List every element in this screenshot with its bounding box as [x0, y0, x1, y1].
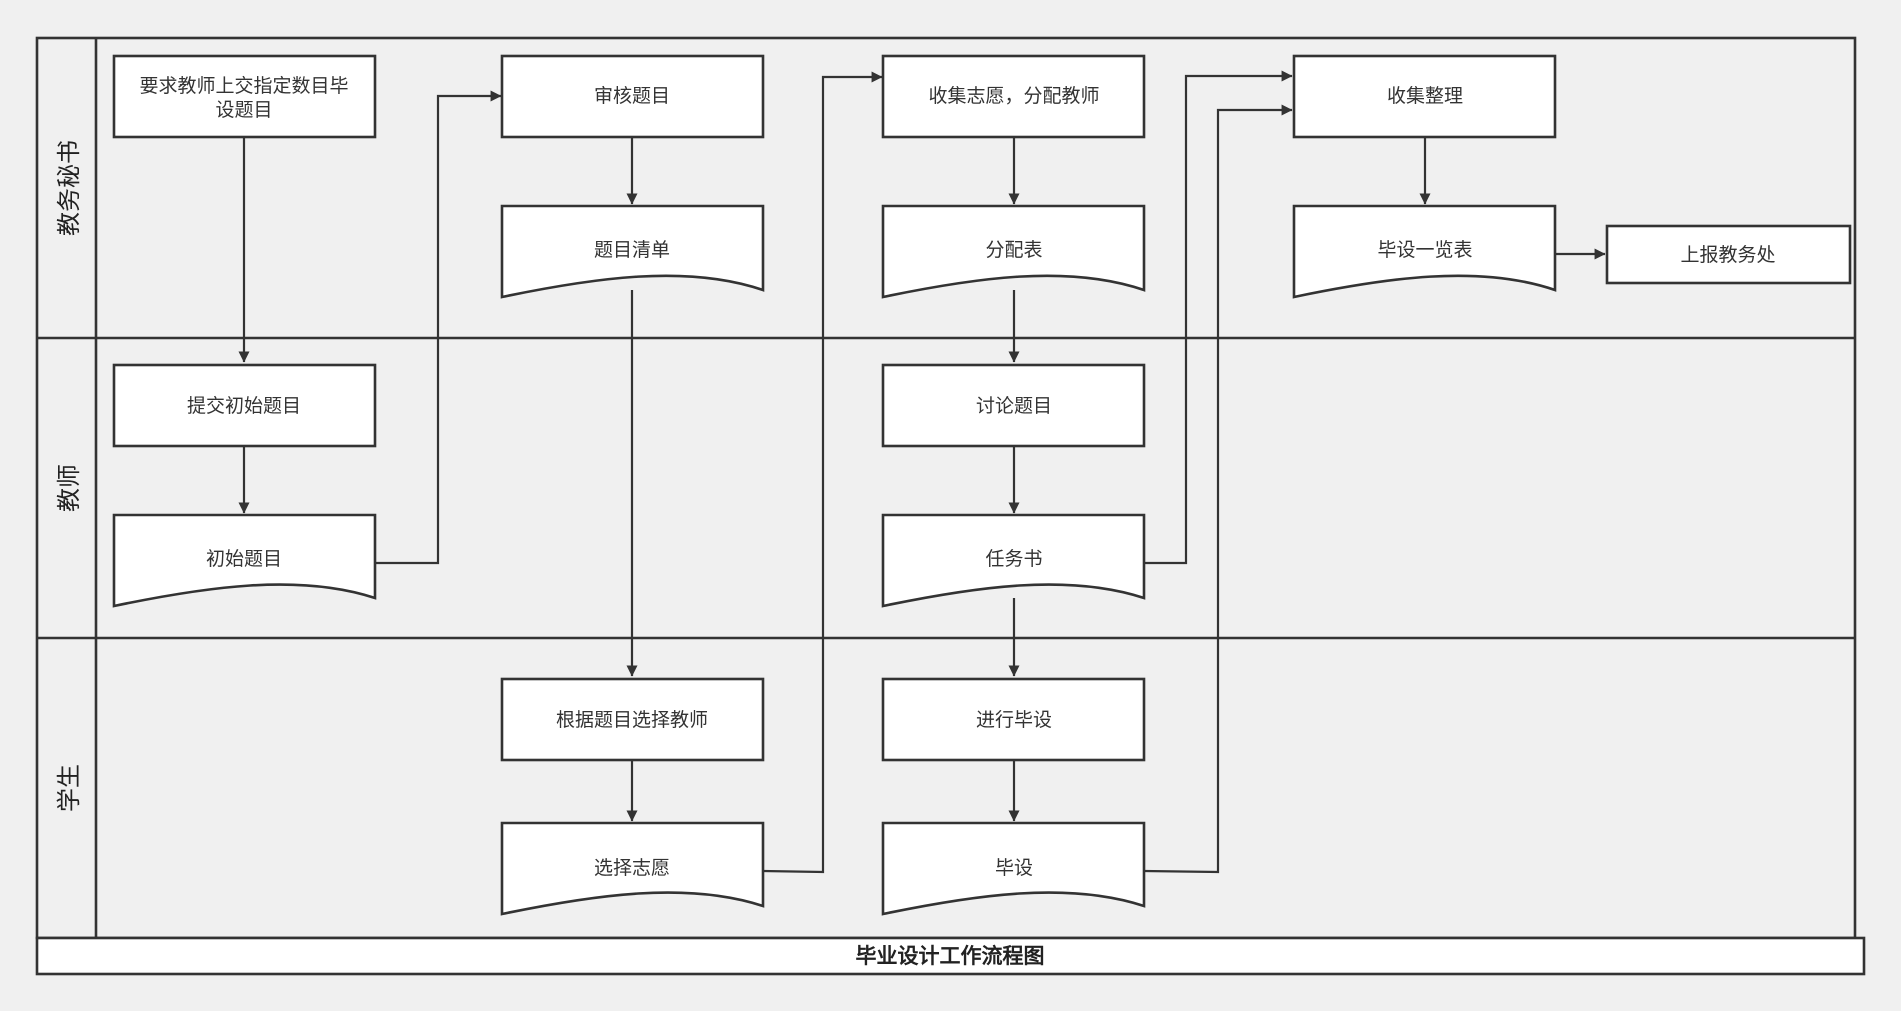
node-n8-label: 上报教务处	[1680, 244, 1775, 266]
diagram-title: 毕业设计工作流程图	[856, 944, 1045, 968]
node-n9-label: 提交初始题目	[187, 395, 301, 417]
node-n5-label: 分配表	[985, 239, 1042, 261]
node-n6: 收集整理	[1292, 54, 1557, 139]
node-n15: 进行毕设	[881, 677, 1146, 762]
node-n13-label: 根据题目选择教师	[556, 709, 708, 731]
node-n12: 任务书	[881, 513, 1146, 608]
node-n11-label: 讨论题目	[976, 395, 1052, 417]
title-bar: 毕业设计工作流程图	[35, 936, 1866, 976]
nodes: 要求教师上交指定数目毕 设题目 审核题目 题目清单 收集志愿，分配教师 分配表 …	[112, 54, 1852, 916]
node-n11: 讨论题目	[881, 363, 1146, 448]
node-n6-label: 收集整理	[1387, 85, 1463, 107]
node-n5: 分配表	[881, 204, 1146, 299]
node-n7-label: 毕设一览表	[1377, 239, 1472, 261]
node-n16: 毕设	[881, 821, 1146, 916]
node-n10-label: 初始题目	[206, 548, 282, 570]
edge-n12-n6	[1144, 70, 1293, 565]
node-n7: 毕设一览表	[1292, 204, 1557, 299]
node-n1-label-line-1: 要求教师上交指定数目毕	[139, 75, 348, 97]
node-n2: 审核题目	[500, 54, 765, 139]
edge-n14-n4	[762, 71, 883, 874]
node-n14: 选择志愿	[500, 821, 765, 916]
node-n1: 要求教师上交指定数目毕 设题目	[112, 54, 377, 139]
lane-label-teacher: 教师	[55, 464, 83, 512]
node-n15-label: 进行毕设	[976, 709, 1052, 731]
lane-label-secretary: 教务秘书	[55, 140, 83, 236]
connectors	[238, 70, 1606, 874]
edge-n16-n6	[1143, 104, 1293, 874]
node-n4: 收集志愿，分配教师	[881, 54, 1146, 139]
swimlane-frame	[35, 36, 1857, 940]
node-n8: 上报教务处	[1605, 224, 1852, 285]
node-n13: 根据题目选择教师	[500, 677, 765, 762]
node-n4-label: 收集志愿，分配教师	[928, 85, 1099, 107]
lane-label-student: 学生	[55, 764, 83, 812]
node-n10: 初始题目	[112, 513, 377, 608]
node-n9: 提交初始题目	[112, 363, 377, 448]
node-n2-label: 审核题目	[594, 85, 670, 107]
node-n3-label: 题目清单	[594, 239, 670, 261]
node-n16-label: 毕设	[995, 857, 1033, 879]
node-n3: 题目清单	[500, 204, 765, 299]
node-n1-label-line-2: 设题目	[215, 99, 272, 121]
edge-n10-n2	[375, 90, 502, 565]
node-n14-label: 选择志愿	[594, 857, 670, 879]
node-n12-label: 任务书	[985, 548, 1042, 570]
